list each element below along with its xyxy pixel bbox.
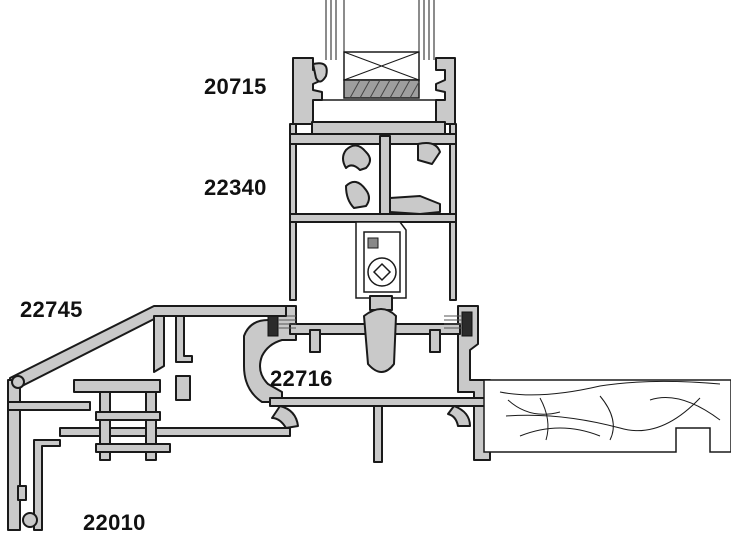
transom-profile-label: 22340 (204, 175, 267, 200)
glazing-unit (311, 0, 446, 123)
sill-adaptor-label: 22745 (20, 297, 83, 322)
transom-profile-22340 (289, 123, 457, 301)
base-profile-label: 22010 (83, 510, 146, 535)
wooden-sill-board (483, 379, 731, 453)
sash-profile-label: 20715 (204, 74, 267, 99)
base-profile-22010 (7, 375, 291, 531)
lock-hardware (355, 221, 407, 311)
sash-profile-20715 (292, 57, 456, 137)
frame-profile-label: 22716 (270, 366, 333, 391)
frame-profile-22716 (243, 305, 491, 463)
